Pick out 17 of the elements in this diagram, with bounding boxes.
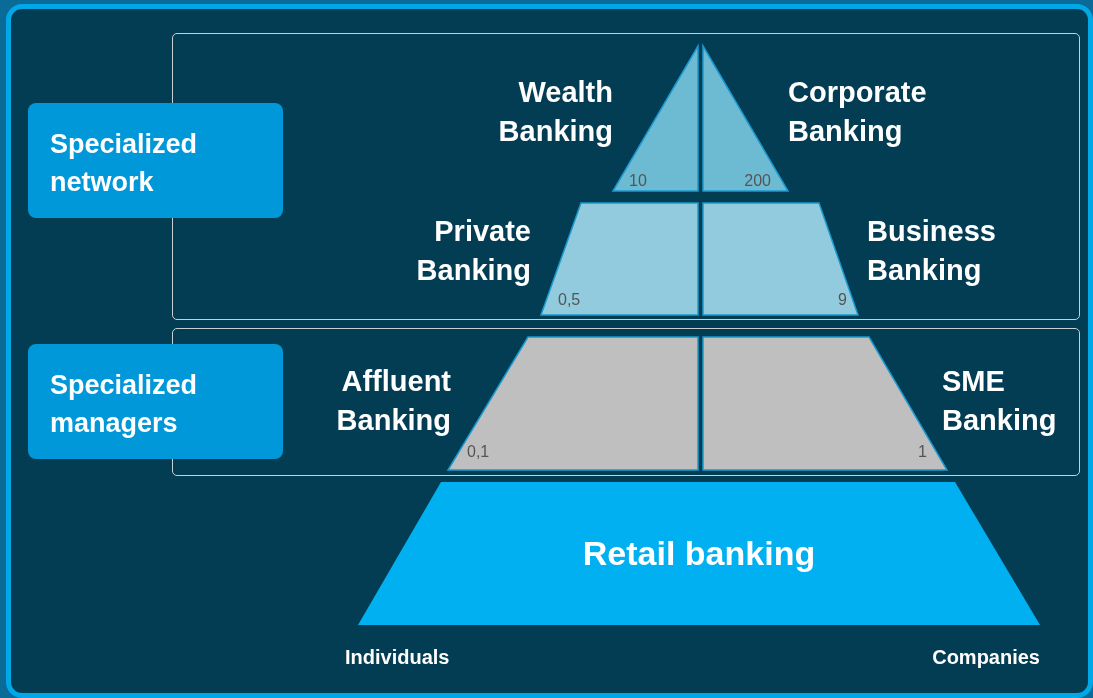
- axis-end-label: Individuals: [345, 646, 450, 669]
- axis-end-label: Companies: [932, 646, 1040, 669]
- segment-value: 9: [838, 291, 847, 309]
- category-label: Specialized managers: [28, 344, 283, 459]
- segment-value: 200: [744, 172, 771, 190]
- segment-title: Private Banking: [415, 214, 531, 288]
- segment-value: 1: [918, 443, 927, 461]
- segment-title: Retail banking: [581, 534, 817, 573]
- segment-title: Corporate Banking: [788, 75, 928, 149]
- segment-title: SME Banking: [942, 364, 1058, 438]
- segment-value: 0,5: [558, 291, 581, 309]
- segment-title: Affluent Banking: [335, 364, 451, 438]
- segment-value: 0,1: [467, 443, 490, 461]
- segment-title: Wealth Banking: [497, 75, 613, 149]
- segment-value: 10: [629, 172, 647, 190]
- category-label: Specialized network: [28, 103, 283, 218]
- segment-title: Business Banking: [867, 214, 997, 288]
